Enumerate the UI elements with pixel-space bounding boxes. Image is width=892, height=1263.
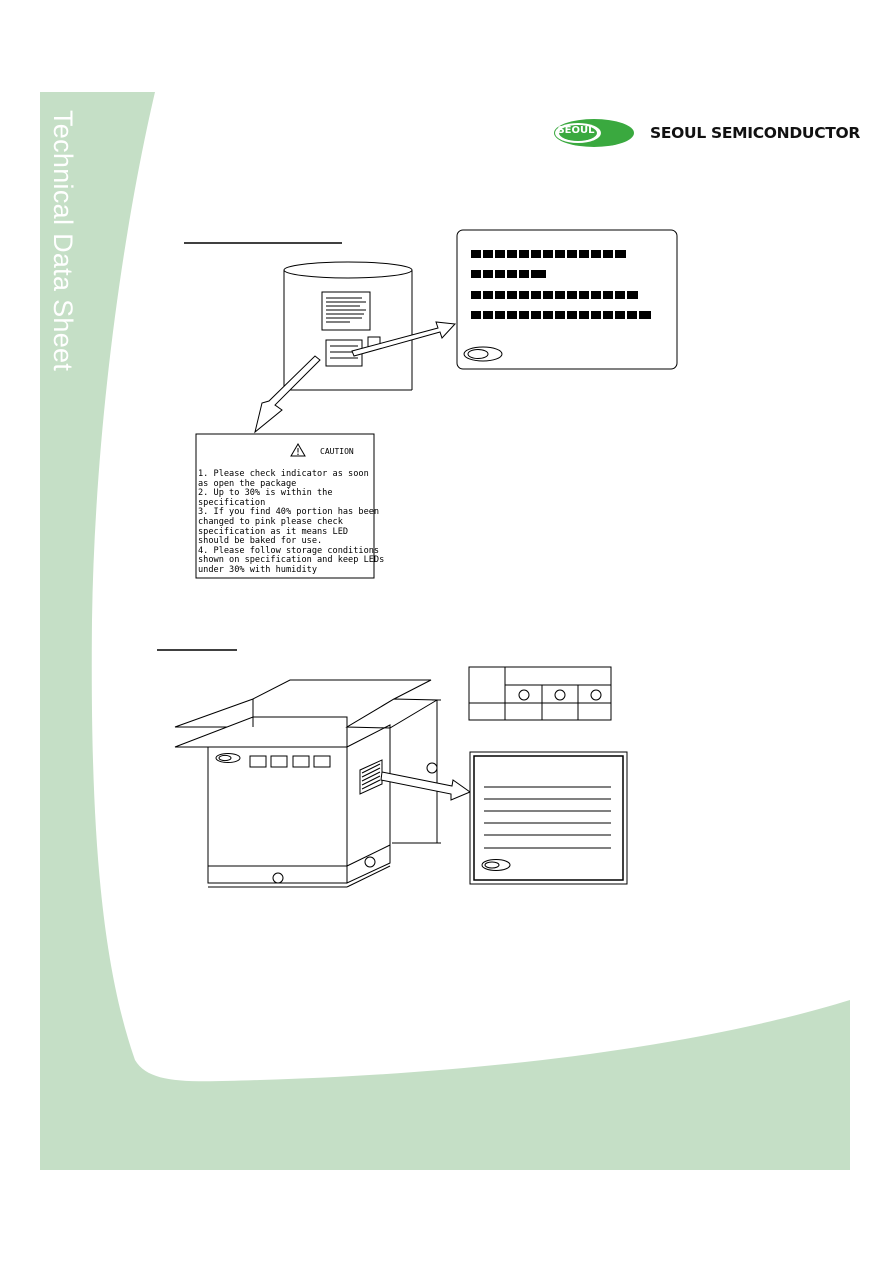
size-table [468, 666, 612, 721]
reel-bag-diagram [283, 261, 413, 391]
green-panel [40, 92, 850, 1170]
arrow-icon [254, 321, 457, 434]
caution-line: specification as it means LED [198, 526, 349, 537]
caution-line: should be baked for use. [198, 536, 323, 547]
caution-line: specification [198, 497, 266, 508]
caution-line: shown on specification and keep LEDs [198, 555, 385, 566]
warning-triangle-icon [290, 443, 306, 457]
caution-line: changed to pink please check [198, 516, 343, 527]
caution-line: under 30% with humidity [198, 564, 317, 575]
outer-box-diagram [174, 679, 472, 888]
box-label [469, 751, 628, 885]
caution-label-box [195, 433, 375, 579]
caution-heading: CAUTION [320, 447, 354, 456]
sidebar-title-text: Technical Data Sheet [48, 110, 78, 372]
sidebar-title: Technical Data Sheet [40, 110, 80, 390]
caution-line: 4. Please follow storage conditions [198, 545, 380, 556]
logo-text: SEOUL [557, 125, 595, 136]
caution-line: 2. Up to 30% is within the [198, 488, 333, 499]
caution-line: 3. If you find 40% portion has been [198, 507, 380, 518]
caution-line: 1. Please check indicator as soon [198, 469, 369, 479]
caution-line: as open the package [198, 478, 297, 489]
brand-name: SEOUL SEMICONDUCTOR [650, 124, 861, 142]
reel-label-box [456, 229, 678, 370]
caution-text: 1. Please check indicator as soon as ope… [198, 469, 385, 576]
seoul-logo-icon [554, 119, 634, 147]
